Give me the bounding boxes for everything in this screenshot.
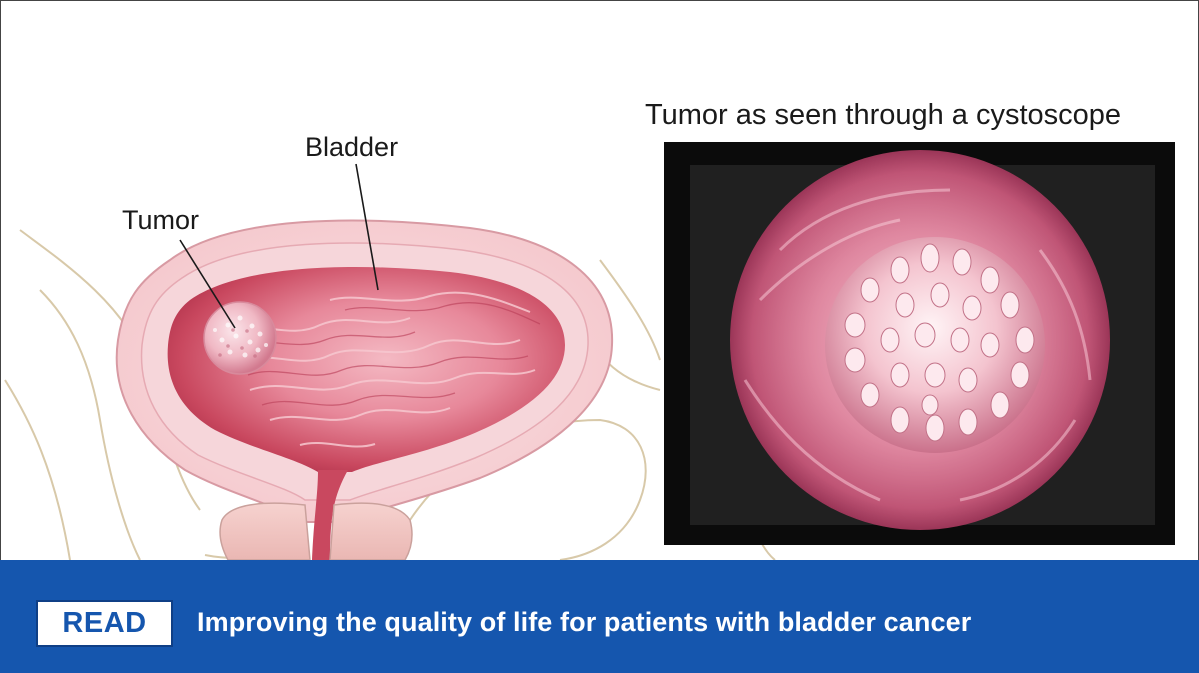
- read-badge[interactable]: READ: [36, 600, 173, 647]
- cystoscope-view: [664, 142, 1175, 545]
- read-banner[interactable]: READ Improving the quality of life for p…: [0, 560, 1199, 673]
- papillary-tumor: [825, 237, 1045, 453]
- article-link[interactable]: Improving the quality of life for patien…: [197, 607, 971, 638]
- bladder-label: Bladder: [305, 134, 398, 161]
- bladder-illustration: [0, 0, 1199, 560]
- tumor-growth: [204, 302, 276, 374]
- tumor-label: Tumor: [122, 207, 199, 234]
- cystoscope-caption: Tumor as seen through a cystoscope: [645, 101, 1121, 130]
